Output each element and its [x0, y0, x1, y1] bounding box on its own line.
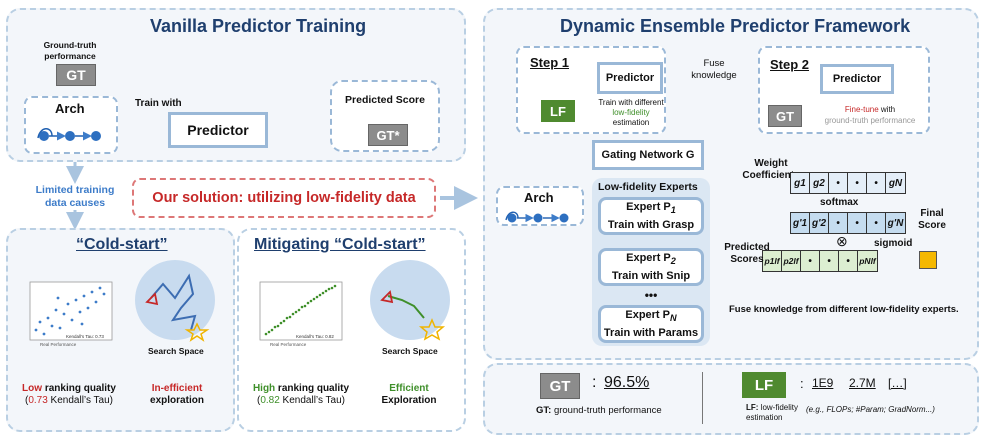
mitigating-quality: High ranking quality (0.82 Kendall’s Tau… — [252, 383, 350, 406]
expert-n: Expert PN Train with Params — [598, 305, 704, 343]
mitigating-title: Mitigating “Cold-start” — [254, 236, 426, 253]
vector-g-prime: g'1 g'2 • • • g'N — [790, 212, 906, 234]
mitigating-scatter-plot — [259, 281, 343, 341]
softmax-label: softmax — [820, 197, 859, 208]
vector-p-cell: • — [800, 250, 820, 272]
experts-ellipsis: ••• — [644, 288, 658, 302]
vector-p: p1lf p2lf • • • pNlf — [762, 250, 878, 272]
final-score-label: Final Score — [918, 208, 946, 231]
mitigating-scatter-points — [264, 284, 337, 336]
cold-start-title: “Cold-start” — [76, 236, 168, 253]
vector-gp-cell: • — [828, 212, 848, 234]
dynamic-ensemble-title: Dynamic Ensemble Predictor Framework — [560, 16, 911, 36]
elementwise-product-symbol: ⊗ — [836, 233, 848, 249]
solution-text: Our solution: utilizing low-fidelity dat… — [152, 190, 416, 206]
expert-2: Expert P2 Train with Snip — [598, 248, 704, 286]
step2-predictor: Predictor — [820, 64, 894, 94]
cold-scatter-points — [34, 286, 106, 336]
right-arch-graph-icon — [505, 211, 569, 223]
vector-p-cell: p2lf — [781, 250, 801, 272]
cold-quality: Low ranking quality (0.73 Kendall’s Tau) — [22, 383, 116, 406]
right-arch-label: Arch — [524, 190, 554, 205]
step1-predictor: Predictor — [597, 62, 663, 94]
predicted-score-label: Predicted Score — [345, 94, 425, 106]
vector-g-cell: g1 — [790, 172, 810, 194]
mitigating-scatter-legend: Kendall’s Tau: 0.82 — [296, 334, 334, 339]
vector-p-cell: pNlf — [857, 250, 878, 272]
final-score-square — [919, 251, 937, 269]
legend-lf-value-3: […] — [888, 376, 907, 390]
arch-label: Arch — [55, 101, 85, 116]
vector-g-cell: • — [847, 172, 867, 194]
vector-gp-cell: • — [866, 212, 886, 234]
vector-g: g1 g2 • • • gN — [790, 172, 906, 194]
step1-lf-badge: LF — [541, 100, 575, 122]
mitigating-search-space — [370, 260, 450, 341]
vector-g-cell: • — [866, 172, 886, 194]
gt-badge: GT — [56, 64, 96, 86]
gt-star-badge: GT* — [368, 124, 408, 146]
cold-scatter-xaxis: Real Performance — [40, 342, 77, 347]
solution-box: Our solution: utilizing low-fidelity dat… — [132, 178, 436, 218]
gt-caption: Ground-truth performance — [43, 40, 97, 61]
lf-experts-title: Low-fidelity Experts — [598, 181, 698, 193]
step2-label: Step 2 — [770, 57, 810, 72]
legend-gt-badge: GT — [540, 373, 580, 399]
vector-gp-cell: g'1 — [790, 212, 810, 234]
vector-p-cell: • — [838, 250, 858, 272]
legend-lf-value-2: 2.7M — [849, 376, 876, 390]
step2-gt-badge: GT — [768, 105, 802, 127]
vector-p-cell: • — [819, 250, 839, 272]
vector-gp-cell: g'N — [885, 212, 906, 234]
cold-scatter-legend: Kendall’s Tau: 0.73 — [66, 334, 104, 339]
step1-label: Step 1 — [530, 55, 570, 70]
legend-gt-colon: : — [592, 374, 597, 391]
legend-lf-colon: : — [800, 376, 804, 391]
vector-g-cell: • — [828, 172, 848, 194]
gating-network-box: Gating Network G — [592, 140, 704, 170]
mitigating-search-space-label: Search Space — [382, 346, 438, 356]
legend-lf-badge: LF — [742, 372, 786, 398]
legend-gt-caption: GT: ground-truth performance — [536, 405, 662, 416]
legend-lf-examples: (e.g., FLOPs; #Param; GradNorm...) — [806, 405, 935, 414]
cold-search-space-label: Search Space — [148, 346, 204, 356]
legend-gt-value: 96.5% — [604, 374, 650, 391]
legend-divider — [702, 372, 703, 424]
limited-data-label: Limited training data causes — [35, 184, 115, 209]
cold-search-space — [135, 260, 215, 342]
predicted-scores-label: Predicted Scores — [724, 242, 770, 265]
arch-box — [24, 96, 118, 154]
expert-1: Expert P1 Train with Grasp — [598, 197, 704, 235]
vanilla-title: Vanilla Predictor Training — [150, 16, 367, 36]
sigmoid-label: sigmoid — [874, 238, 913, 249]
fuse-knowledge-label: Fuse knowledge — [691, 58, 737, 81]
weight-coefficients-label: Weight Coefficients — [742, 158, 800, 181]
vector-g-cell: g2 — [809, 172, 829, 194]
mitigating-scatter-xaxis: Real Performance — [270, 342, 307, 347]
train-with-label: Train with — [135, 98, 182, 109]
vector-g-cell: gN — [885, 172, 906, 194]
cold-scatter-plot — [29, 281, 113, 341]
predictor-box: Predictor — [168, 112, 268, 148]
vector-gp-cell: g'2 — [809, 212, 829, 234]
fuse-experts-caption: Fuse knowledge from different low-fideli… — [729, 304, 959, 315]
legend-lf-value-1: 1E9 — [812, 376, 834, 390]
arch-graph-icon — [37, 128, 101, 141]
vector-gp-cell: • — [847, 212, 867, 234]
